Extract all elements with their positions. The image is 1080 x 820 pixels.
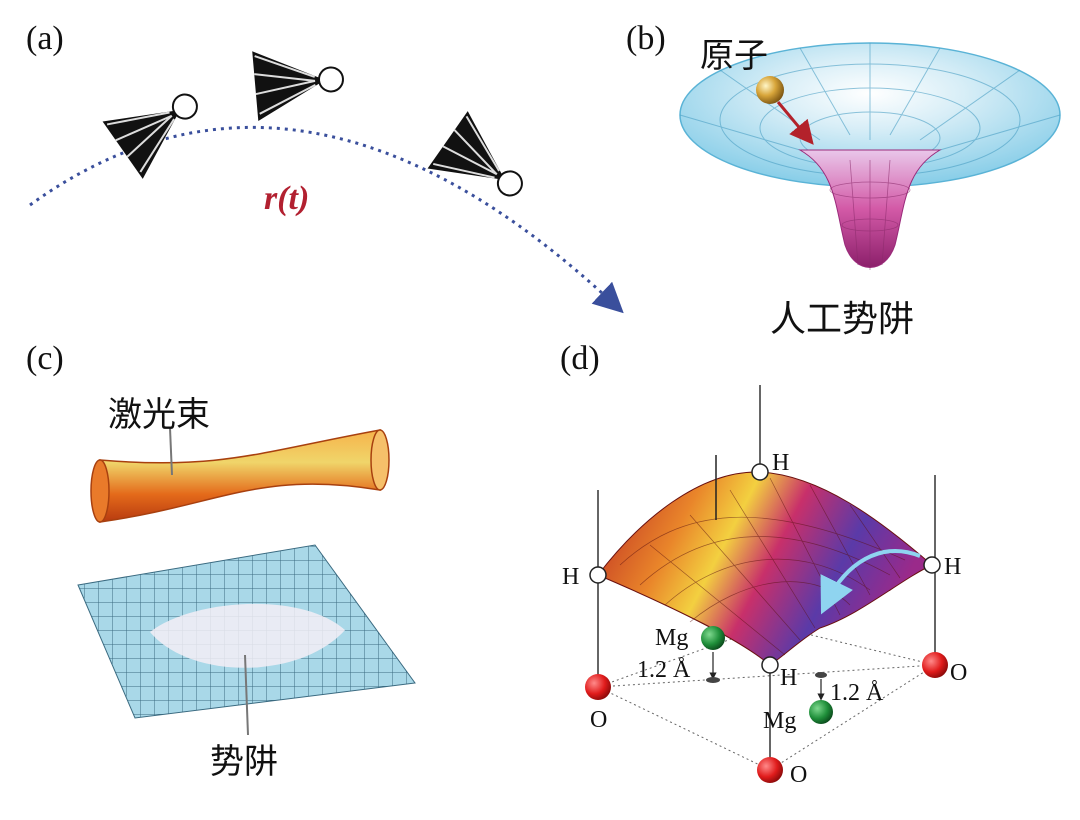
mesh-dip <box>150 603 345 668</box>
o-label-right: O <box>950 660 967 686</box>
beam-leader <box>169 427 173 476</box>
artificial-well-label: 人工势阱 <box>770 299 915 340</box>
hop-arrow <box>820 549 921 615</box>
distance-disc-left <box>706 677 720 683</box>
h-label-right: H <box>944 554 961 580</box>
o-atom-right <box>922 652 948 678</box>
mg-atom-right <box>809 700 833 724</box>
beam-end-right <box>370 429 390 491</box>
panel-b <box>679 42 1061 270</box>
shuttlecock-1 <box>101 70 216 180</box>
panel-d: H H H H O O O Mg Mg 1.2 Å 1.2 Å <box>562 385 967 788</box>
h-label-top: H <box>772 450 789 476</box>
h-atom-top <box>751 463 769 481</box>
trajectory-curve <box>29 125 624 314</box>
shuttlecock-3 <box>426 110 541 220</box>
o-label-bottom: O <box>790 762 807 788</box>
atom-label: 原子 <box>700 36 768 76</box>
panel-c <box>77 427 416 736</box>
panel-label-b: (b) <box>626 20 666 57</box>
o-atom-bottom <box>757 757 783 783</box>
mg-atom-left <box>701 626 725 650</box>
atom-ball <box>756 76 784 104</box>
panel-a <box>29 42 624 314</box>
laser-beam-label: 激光束 <box>108 395 210 435</box>
h-label-left: H <box>562 564 579 590</box>
panel-label-c: (c) <box>26 340 64 377</box>
panel-label-d: (d) <box>560 340 600 377</box>
trajectory-label: r(t) <box>264 180 310 217</box>
distance-disc-right <box>815 672 827 678</box>
well-leader <box>244 654 249 736</box>
o-atom-left <box>585 674 611 700</box>
distance-label-left: 1.2 Å <box>637 657 691 683</box>
potential-well-label: 势阱 <box>210 742 278 782</box>
atom-arrow <box>776 101 814 145</box>
h-label-front: H <box>780 665 797 691</box>
beam-end-left <box>90 459 110 523</box>
funnel-grid <box>829 159 911 270</box>
distance-label-right: 1.2 Å <box>830 680 884 706</box>
laser-beam <box>99 429 381 523</box>
o-label-left: O <box>590 707 607 733</box>
h-atom-left <box>589 566 607 584</box>
panel-label-a: (a) <box>26 20 64 57</box>
h-atom-right <box>923 556 941 574</box>
mg-label-left: Mg <box>655 625 688 651</box>
energy-surface <box>597 471 933 666</box>
shuttlecock-2 <box>251 42 347 122</box>
h-atom-front <box>761 656 779 674</box>
mg-label-right: Mg <box>763 708 796 734</box>
